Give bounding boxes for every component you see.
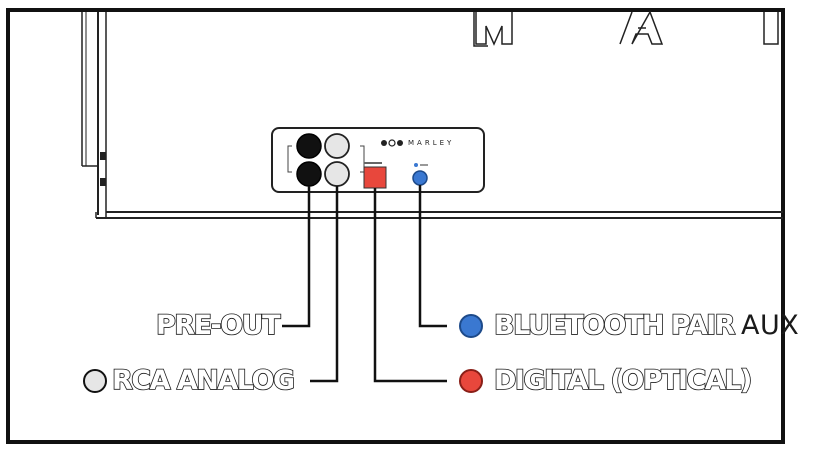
digital-legend-dot [459, 369, 483, 393]
pre-out-leader [282, 186, 311, 328]
bluetooth-legend-dot [459, 314, 483, 338]
bluetooth-pair-button-icon [412, 170, 428, 186]
leader-lines [282, 185, 447, 383]
rca-jack-bottom [324, 161, 350, 187]
rca-analog-leader [310, 186, 339, 383]
pre-out-jack-bottom [296, 161, 322, 187]
channel-brackets [287, 145, 365, 173]
bluetooth-label-mark [420, 164, 428, 166]
brand-lettering [473, 10, 779, 47]
rca-analog-label: RCA ANALOG [111, 365, 296, 397]
bluetooth-leader [418, 185, 447, 328]
bluetooth-icon-mark [414, 163, 418, 167]
digital-port-label-mark [364, 162, 382, 164]
digital-optical-port [363, 166, 387, 189]
digital-leader [373, 188, 447, 383]
house-of-marley-logo-icon [381, 139, 403, 147]
outer-frame [6, 8, 785, 444]
rca-legend-dot [83, 369, 107, 393]
bluetooth-pair-label: BLUETOOTH PAIR [493, 310, 736, 342]
speaker-cabinet [81, 12, 783, 219]
digital-optical-label: DIGITAL (OPTICAL) [493, 365, 753, 397]
rca-jack-top [324, 133, 350, 159]
pre-out-label: PRE-OUT [155, 310, 281, 342]
panel-brand-text: MARLEY [408, 139, 455, 147]
pre-out-jack-top [296, 133, 322, 159]
aux-label: AUX [741, 310, 800, 341]
